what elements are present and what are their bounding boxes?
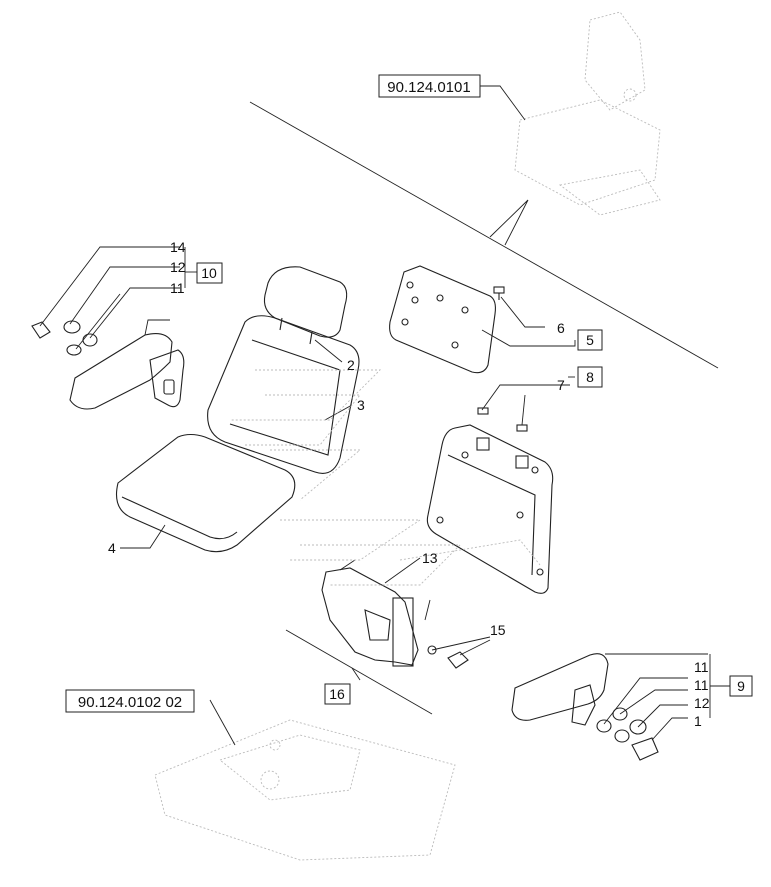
callout-10: 10 bbox=[201, 265, 217, 281]
callout-11-left: 11 bbox=[170, 280, 185, 296]
screw-6 bbox=[493, 286, 505, 300]
callout-16: 16 bbox=[329, 686, 345, 702]
armrest-left bbox=[69, 333, 185, 410]
callout-5: 5 bbox=[586, 332, 594, 348]
headrest bbox=[263, 266, 348, 345]
screws-15 bbox=[427, 645, 469, 669]
callout-1: 1 bbox=[694, 713, 702, 729]
box-16 bbox=[324, 683, 351, 705]
callout-6: 6 bbox=[557, 320, 565, 336]
assembly-guides bbox=[230, 369, 541, 586]
backrest bbox=[207, 315, 360, 474]
box-5 bbox=[577, 329, 603, 351]
seat-frame bbox=[426, 424, 554, 594]
callout-15: 15 bbox=[490, 622, 506, 638]
callout-12-right: 12 bbox=[694, 695, 710, 711]
ref-label-top: 90.124.0101 bbox=[387, 79, 470, 96]
box-9 bbox=[729, 675, 753, 697]
ref-box-top bbox=[378, 74, 481, 98]
callout-7: 7 bbox=[557, 377, 565, 393]
screws-7 bbox=[476, 407, 529, 469]
divider-line-bottom bbox=[285, 629, 433, 715]
callout-11-right-b: 11 bbox=[694, 677, 709, 693]
callout-3: 3 bbox=[357, 397, 365, 413]
box-10 bbox=[196, 262, 223, 284]
seat-cushion bbox=[115, 433, 296, 553]
callout-9: 9 bbox=[737, 678, 745, 694]
callout-8: 8 bbox=[586, 369, 594, 385]
leader-lines bbox=[39, 85, 730, 746]
break-mark bbox=[489, 199, 529, 246]
armrest-left-hardware bbox=[31, 320, 98, 356]
reference-seat-top bbox=[514, 11, 661, 216]
divider-line-top bbox=[249, 101, 719, 369]
box-8 bbox=[577, 366, 603, 388]
reference-frame-bottom bbox=[154, 719, 456, 861]
callout-11-right-a: 11 bbox=[694, 659, 709, 675]
armrest-right-hardware bbox=[596, 707, 659, 761]
armrest-right bbox=[511, 653, 609, 726]
callout-14: 14 bbox=[170, 239, 186, 255]
ref-box-bottom bbox=[65, 689, 195, 713]
mounting-bracket bbox=[321, 567, 419, 667]
back-panel bbox=[389, 265, 496, 374]
callout-4: 4 bbox=[108, 540, 116, 556]
ref-label-bottom: 90.124.0102 02 bbox=[78, 694, 182, 711]
callout-2: 2 bbox=[347, 357, 355, 373]
callout-12-left: 12 bbox=[170, 259, 186, 275]
callout-13: 13 bbox=[422, 550, 438, 566]
